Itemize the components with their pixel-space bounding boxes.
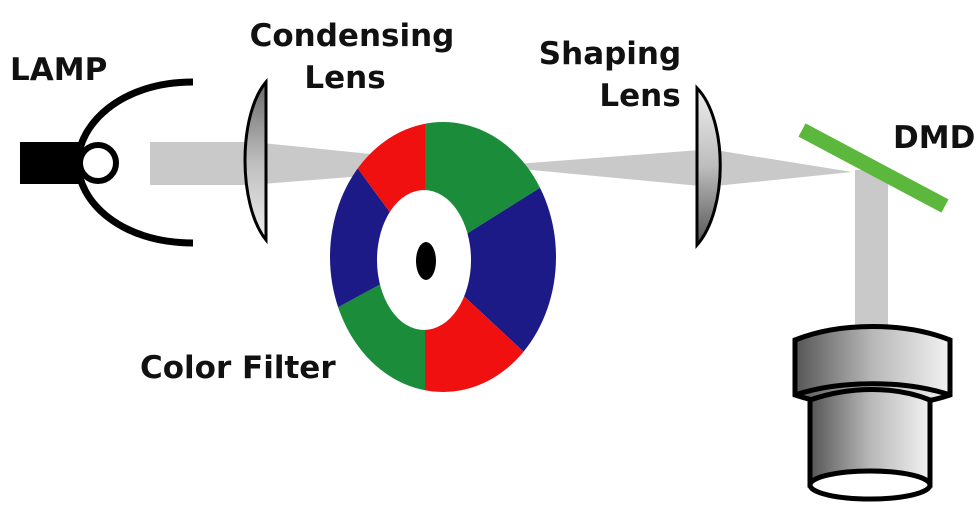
reflected-beam xyxy=(855,170,888,326)
wheel-axle-icon xyxy=(416,242,436,280)
lamp-beam xyxy=(150,142,260,185)
lamp-label: LAMP xyxy=(10,52,107,88)
projection-lens-icon xyxy=(792,324,953,502)
dmd-mirror-icon xyxy=(798,123,949,213)
shaped-beam xyxy=(715,150,852,186)
wheel-segment-blue xyxy=(330,122,425,355)
shaping-lens-label-line1: Shaping xyxy=(539,36,681,72)
dmd-label: DMD xyxy=(893,120,975,156)
condensing-lens-icon xyxy=(243,77,268,245)
color-filter-label: Color Filter xyxy=(140,350,336,386)
condensing-lens-label-line2: Lens xyxy=(304,60,385,96)
shaping-lens-icon xyxy=(695,84,722,249)
diverging-beam xyxy=(490,150,700,186)
condensing-lens-label-line1: Condensing xyxy=(250,18,455,54)
shaping-lens-label-line2: Lens xyxy=(599,78,680,114)
wheel-segment-blue xyxy=(425,125,556,392)
lamp-icon xyxy=(20,78,194,247)
